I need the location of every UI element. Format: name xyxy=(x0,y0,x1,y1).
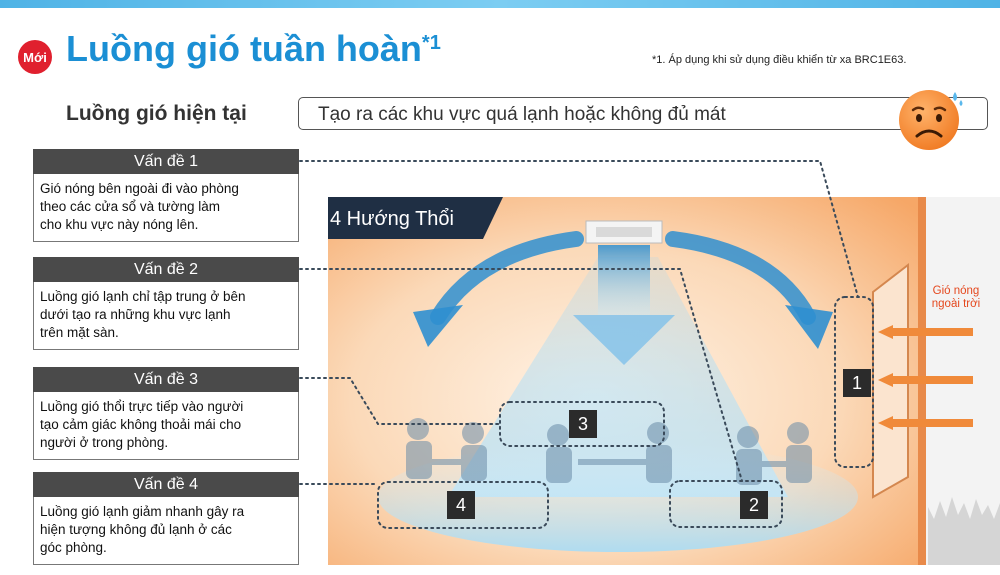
issue-title: Vấn đề 1 xyxy=(33,149,299,174)
issue-line: hiện tượng không đủ lạnh ở các xyxy=(40,522,232,537)
zone-4-outline xyxy=(377,481,549,529)
issue-line: góc phòng. xyxy=(40,540,107,555)
hot-air-line-1: Gió nóng xyxy=(932,285,980,297)
current-airflow-box xyxy=(298,97,988,130)
zone-2-outline xyxy=(669,480,783,528)
connector-2 xyxy=(299,268,743,482)
issue-title: Vấn đề 2 xyxy=(33,257,299,282)
issue-line: Luồng gió thổi trực tiếp vào người xyxy=(40,399,244,414)
zone-2-marker: 2 xyxy=(740,491,768,519)
top-accent-bar xyxy=(0,0,1000,8)
issue-card-2: Vấn đề 2 Luồng gió lạnh chỉ tập trung ở … xyxy=(33,257,299,350)
scene-title: 4 Hướng Thổi xyxy=(330,208,454,230)
issue-title: Vấn đề 4 xyxy=(33,472,299,497)
room-airflow-illustration xyxy=(328,197,1000,565)
hot-air-line-2: ngoài trời xyxy=(931,298,981,310)
page-title: Luồng gió tuần hoàn*1 xyxy=(66,28,441,70)
issue-line: Luồng gió lạnh chỉ tập trung ở bên xyxy=(40,289,246,304)
title-text: Luồng gió tuần hoàn xyxy=(66,28,422,69)
issue-title: Vấn đề 3 xyxy=(33,367,299,392)
current-airflow-label: Luồng gió hiện tại xyxy=(66,102,247,125)
connector-3 xyxy=(299,377,501,425)
current-airflow-description: Tạo ra các khu vực quá lạnh hoặc không đ… xyxy=(318,104,726,125)
zone-3-outline xyxy=(499,401,665,447)
hot-air-label: Gió nóng ngoài trời xyxy=(926,285,986,311)
new-badge: Mới xyxy=(18,40,52,74)
issue-line: dưới tạo ra những khu vực lạnh xyxy=(40,307,231,322)
issue-card-1: Vấn đề 1 Gió nóng bên ngoài đi vào phòng… xyxy=(33,149,299,242)
zone-4-marker: 4 xyxy=(447,491,475,519)
connector-1 xyxy=(299,160,859,298)
issue-line: tạo cảm giác không thoải mái cho xyxy=(40,417,242,432)
issue-line: trên mặt sàn. xyxy=(40,325,119,340)
zone-1-marker: 1 xyxy=(843,369,871,397)
issue-description: Luồng gió thổi trực tiếp vào người tạo c… xyxy=(33,392,299,460)
issue-card-4: Vấn đề 4 Luồng gió lạnh giảm nhanh gây r… xyxy=(33,472,299,565)
issue-description: Luồng gió lạnh giảm nhanh gây ra hiện tư… xyxy=(33,497,299,565)
zone-1-outline xyxy=(834,296,874,468)
issue-line: Gió nóng bên ngoài đi vào phòng xyxy=(40,181,239,196)
issue-line: người ở trong phòng. xyxy=(40,435,169,450)
issue-line: cho khu vực này nóng lên. xyxy=(40,217,199,232)
sad-face-icon xyxy=(899,90,963,150)
issue-card-3: Vấn đề 3 Luồng gió thổi trực tiếp vào ng… xyxy=(33,367,299,460)
issue-line: Luồng gió lạnh giảm nhanh gây ra xyxy=(40,504,245,519)
issue-description: Gió nóng bên ngoài đi vào phòng theo các… xyxy=(33,174,299,242)
zone-3-marker: 3 xyxy=(569,410,597,438)
title-footnote-marker: *1 xyxy=(421,32,441,54)
issue-description: Luồng gió lạnh chỉ tập trung ở bên dưới … xyxy=(33,282,299,350)
footnote: *1. Áp dụng khi sử dụng điều khiển từ xa… xyxy=(652,54,907,66)
issue-line: theo các cửa sổ và tường làm xyxy=(40,199,221,214)
